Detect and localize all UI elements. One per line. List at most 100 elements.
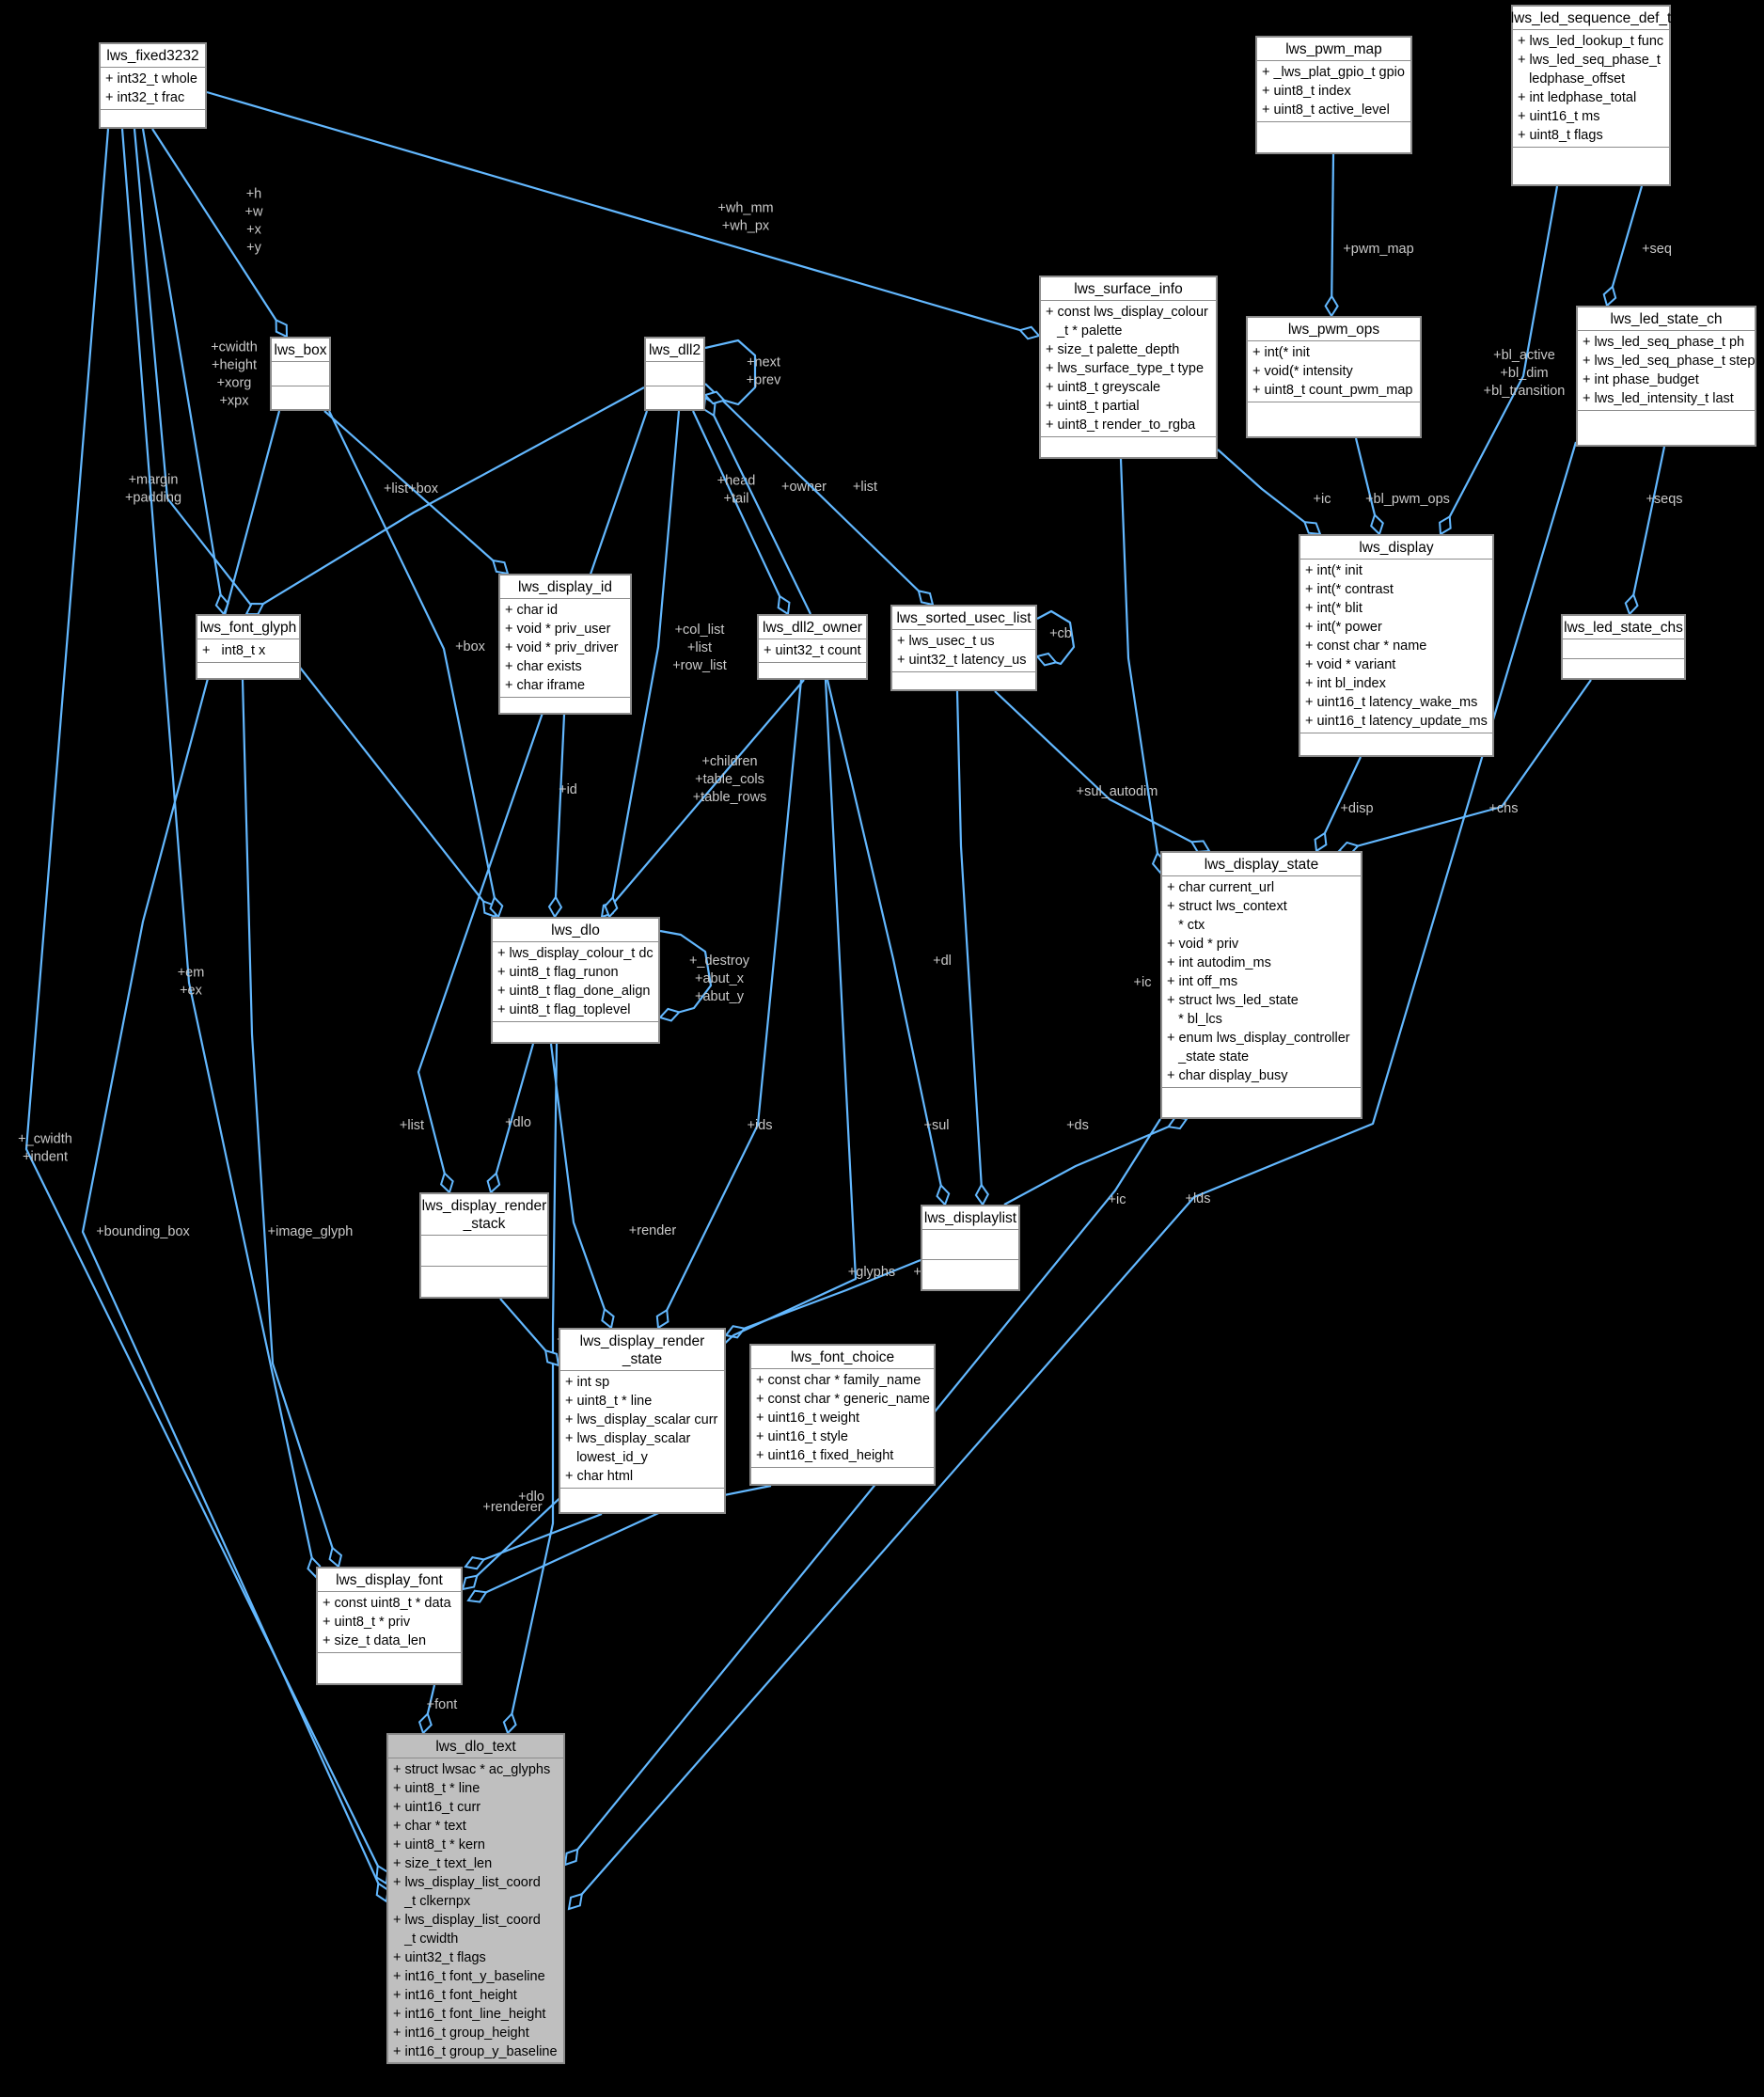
edge-label: +image_glyph	[268, 1224, 354, 1239]
class-node-lws_font_choice[interactable]: lws_font_choice+ const char * family_nam…	[749, 1344, 936, 1486]
edge-label: +chs	[1488, 801, 1518, 816]
edge-lws_dlo_text-lws_dlo: +dlo	[502, 1043, 559, 1735]
aggregation-diamond-icon	[464, 1556, 486, 1570]
edge-label: +ids	[747, 1118, 772, 1133]
aggregation-diamond-icon	[1602, 285, 1617, 307]
class-empty-section	[922, 1229, 1018, 1259]
edge-label: +ic	[1109, 1192, 1126, 1207]
class-node-lws_fixed3232[interactable]: lws_fixed3232+ int32_t whole+ int32_t fr…	[99, 42, 207, 129]
edge-lws_dlo_text-lws_display_font: +font	[417, 1684, 457, 1735]
class-empty-section	[272, 385, 329, 410]
class-field: + int off_ms	[1167, 974, 1238, 989]
edge-label: +pwm_map	[1343, 242, 1413, 257]
class-field: + void(* intensity	[1252, 364, 1353, 379]
class-field: + int8_t x	[202, 643, 266, 658]
class-node-lws_dll2[interactable]: lws_dll2	[644, 337, 705, 411]
class-node-lws_surface_info[interactable]: lws_surface_info+ const lws_display_colo…	[1039, 276, 1218, 459]
edge-label: +next+prev	[747, 355, 781, 388]
class-empty-section	[1578, 410, 1755, 445]
class-fields-lws_led_state_ch: + lws_led_seq_phase_t ph+ lws_led_seq_ph…	[1578, 330, 1755, 410]
edge-lws_box-lws_fixed3232: +h+w+x+y	[151, 128, 289, 339]
aggregation-diamond-icon	[563, 1848, 579, 1867]
class-field: + int(* blit	[1305, 601, 1362, 616]
class-field: + size_t text_len	[393, 1856, 493, 1871]
class-fields-lws_sorted_usec_list: + lws_usec_t us+ uint32_t latency_us	[892, 629, 1035, 671]
class-title-lws_display_font: lws_display_font	[336, 1572, 443, 1588]
class-field: + lws_display_list_coord _t cwidth	[393, 1913, 541, 1947]
aggregation-diamond-icon	[724, 1325, 747, 1339]
aggregation-diamond-icon	[502, 1711, 517, 1735]
class-field: + lws_display_scalar curr	[565, 1412, 718, 1427]
class-node-lws_pwm_map[interactable]: lws_pwm_map+ _lws_plat_gpio_t gpio+ uint…	[1255, 36, 1412, 154]
class-node-lws_display_render_state[interactable]: lws_display_render _state+ int sp+ uint8…	[559, 1328, 726, 1514]
class-node-lws_dlo_text[interactable]: lws_dlo_text + struct lwsac * ac_glyphs + …	[386, 1733, 565, 2064]
class-fields-lws_surface_info: + const lws_display_colour _t * palette+…	[1041, 300, 1216, 436]
edge-label: +children+table_cols+table_rows	[693, 754, 767, 805]
aggregation-diamond-icon	[655, 1308, 669, 1330]
class-empty-section	[1563, 639, 1684, 658]
class-empty-section	[1162, 1087, 1361, 1117]
class-field: + uint8_t flag_toplevel	[497, 1002, 631, 1017]
class-title-lws_dll2_owner: lws_dll2_owner	[763, 620, 862, 636]
aggregation-diamond-icon	[244, 602, 265, 616]
edge-lws_dlo_text-lws_display_state: +ic	[563, 1118, 1161, 1867]
aggregation-diamond-icon	[703, 390, 727, 405]
edge-label: +margin+padding	[125, 473, 181, 506]
edge-label: +cb	[1049, 626, 1072, 641]
class-field: + struct lwsac * ac_glyphs	[393, 1762, 551, 1777]
class-node-lws_led_sequence_def_t[interactable]: lws_led_sequence_def_t+ lws_led_lookup_t…	[1511, 5, 1671, 186]
class-field: + int32_t frac	[105, 90, 185, 105]
class-field: + uint8_t * line	[393, 1781, 480, 1796]
aggregation-diamond-icon	[417, 1711, 433, 1735]
class-node-lws_sorted_usec_list[interactable]: lws_sorted_usec_list+ lws_usec_t us+ uin…	[890, 605, 1037, 691]
class-field: + struct lws_context * ctx	[1167, 899, 1287, 933]
edge-lws_dlo-lws_dll2: +col_list+list+row_list	[604, 410, 727, 919]
aggregation-diamond-icon	[1035, 652, 1058, 667]
class-node-lws_dll2_owner[interactable]: lws_dll2_owner+ uint32_t count	[757, 614, 868, 680]
class-fields-lws_display: + int(* init+ int(* contrast+ int(* blit…	[1300, 559, 1492, 733]
edge-label: +renderer	[482, 1500, 542, 1515]
edge-label: +wh_mm+wh_px	[717, 201, 773, 234]
class-node-lws_display_font[interactable]: lws_display_font+ const uint8_t * data+ …	[316, 1567, 463, 1685]
class-node-lws_font_glyph[interactable]: lws_font_glyph+ int8_t x	[196, 614, 301, 680]
class-node-lws_box[interactable]: lws_box	[270, 337, 331, 411]
edge-lws_display_render_state-lws_dlo: +render	[549, 1043, 676, 1330]
class-title-lws_dlo_text: lws_dlo_text	[435, 1739, 516, 1755]
class-field: + uint8_t count_pwm_map	[1252, 383, 1413, 398]
edge-label: +cwidth+height+xorg+xpx	[211, 340, 258, 409]
edge-lws_display_state-lws_displaylist: +ds	[1003, 1116, 1189, 1206]
class-node-lws_dlo[interactable]: lws_dlo+ lws_display_colour_t dc+ uint8_…	[491, 917, 660, 1044]
class-field: + int(* init	[1305, 563, 1362, 578]
class-field: + void * variant	[1305, 657, 1396, 672]
class-node-lws_led_state_ch[interactable]: lws_led_state_ch+ lws_led_seq_phase_t ph…	[1576, 306, 1756, 447]
edge-lws_dlo-lws_fixed3232: +margin+padding	[125, 128, 497, 919]
class-field: + int16_t font_height	[393, 1988, 517, 2003]
aggregation-diamond-icon	[974, 1183, 990, 1206]
class-field: + int32_t whole	[105, 71, 197, 87]
class-node-lws_display_render_stack[interactable]: lws_display_render _stack	[419, 1192, 549, 1299]
edge-lws_dll2_owner-lws_dll2: +head+tail	[692, 410, 791, 616]
class-field: + uint8_t index	[1262, 84, 1351, 99]
class-node-lws_displaylist[interactable]: lws_displaylist	[921, 1205, 1020, 1291]
class-node-lws_pwm_ops[interactable]: lws_pwm_ops+ int(* init+ void(* intensit…	[1246, 316, 1422, 438]
class-field: + char current_url	[1167, 880, 1275, 895]
class-node-lws_led_state_chs[interactable]: lws_led_state_chs	[1561, 614, 1686, 680]
edge-lws_display-lws_surface_info: +ic	[1217, 449, 1331, 536]
class-field: + int(* power	[1305, 620, 1382, 635]
class-node-lws_display_id[interactable]: lws_display_id+ char id+ void * priv_use…	[498, 574, 632, 715]
class-field: + void * priv	[1167, 937, 1239, 952]
edge-label: +disp	[1340, 801, 1373, 816]
class-field: + uint32_t latency_us	[897, 653, 1027, 668]
class-node-lws_display[interactable]: lws_display+ int(* init+ int(* contrast+…	[1299, 534, 1494, 757]
edge-lws_dlo-lws_display_id: +id	[547, 714, 577, 919]
class-title-lws_display_id: lws_display_id	[518, 579, 612, 595]
class-field: + char iframe	[505, 678, 586, 693]
class-empty-section	[421, 1266, 547, 1297]
class-node-lws_display_state[interactable]: lws_display_state+ char current_url+ str…	[1160, 851, 1362, 1119]
edge-lws_dll2-lws_dll2: +next+prev	[703, 339, 781, 406]
class-fields-lws_pwm_map: + _lws_plat_gpio_t gpio+ uint8_t index+ …	[1257, 60, 1410, 121]
edge-label: +owner	[781, 480, 827, 495]
class-field: + lws_display_colour_t dc	[497, 946, 654, 961]
